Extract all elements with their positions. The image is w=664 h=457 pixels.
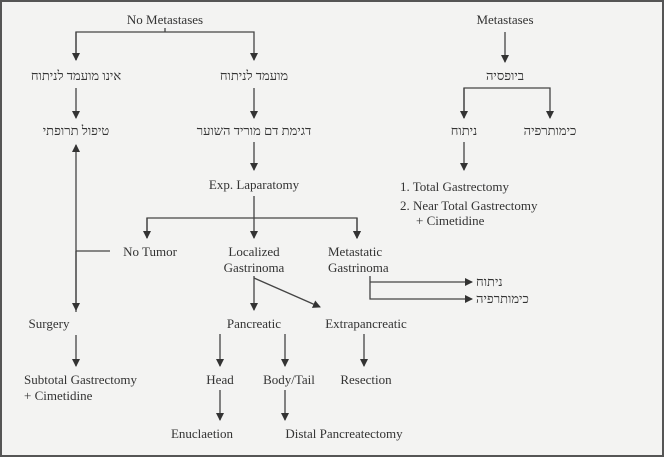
node-subtotal-line1: Subtotal Gastrectomy: [24, 372, 138, 387]
node-medical-treatment: טיפול תרופתי: [43, 123, 110, 138]
node-laparatomy: Exp. Laparatomy: [209, 177, 300, 192]
node-meta-chemo: כימותרפיה: [476, 291, 529, 306]
node-subtotal-line2: + Cimetidine: [24, 388, 93, 403]
node-surgery: Surgery: [29, 316, 70, 331]
node-biopsy: ביופסיה: [486, 68, 524, 83]
node-meta-surgery: ניתוח: [476, 274, 503, 289]
node-metastatic-line1: Metastatic: [328, 244, 382, 259]
node-no-tumor: No Tumor: [123, 244, 177, 259]
node-distal-pancreatectomy: Distal Pancreatectomy: [285, 426, 403, 441]
node-chemo-right: כימותרפיה: [524, 123, 577, 138]
node-metastatic-line2: Gastrinoma: [328, 260, 389, 275]
node-no-metastases: No Metastases: [127, 12, 203, 27]
node-body-tail: Body/Tail: [263, 372, 315, 387]
node-option-2b: + Cimetidine: [416, 213, 485, 228]
node-localized-line2: Gastrinoma: [224, 260, 285, 275]
node-not-candidate: אינו מועמד לניתוח: [31, 68, 121, 83]
node-surgery-right: ניתוח: [451, 123, 478, 138]
node-option-1: 1. Total Gastrectomy: [400, 179, 509, 194]
node-extrapancreatic: Extrapancreatic: [325, 316, 407, 331]
node-pancreatic: Pancreatic: [227, 316, 281, 331]
node-metastases: Metastases: [476, 12, 533, 27]
connectors: [72, 28, 554, 421]
node-candidate: מועמד לניתוח: [220, 68, 289, 83]
node-localized-line1: Localized: [228, 244, 280, 259]
node-head: Head: [206, 372, 234, 387]
node-enucleation: Enuclaetion: [171, 426, 234, 441]
node-option-2: 2. Near Total Gastrectomy: [400, 198, 538, 213]
node-resection: Resection: [340, 372, 392, 387]
node-venous-sampling: דגימת דם מוריד השוער: [197, 123, 312, 138]
